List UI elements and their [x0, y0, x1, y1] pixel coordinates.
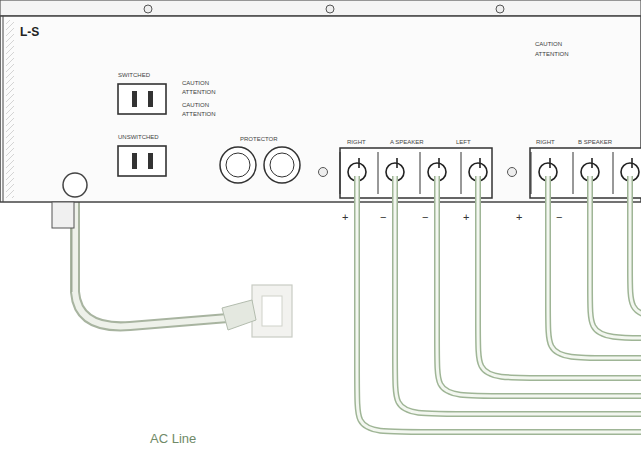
- cord-body: [75, 190, 228, 326]
- din-sockets: [220, 147, 300, 183]
- speaker-wire: [478, 176, 641, 378]
- outlet-slot: [132, 153, 137, 169]
- terminal-divider: [378, 152, 379, 194]
- polarity-mark: +: [342, 212, 348, 223]
- speaker-wire-core: [357, 176, 641, 432]
- binding-post-lever: [631, 158, 633, 168]
- caution-note: ATTENTION: [182, 111, 216, 117]
- rear-panel: [0, 16, 641, 202]
- terminal-label: B SPEAKER: [578, 139, 612, 145]
- binding-post-lever: [438, 158, 440, 168]
- terminal-label: LEFT: [456, 139, 471, 145]
- ac-line-label: AC Line: [150, 432, 196, 445]
- terminal-divider: [613, 152, 614, 194]
- din-socket-inner: [270, 153, 294, 177]
- speaker-wire: [590, 176, 641, 338]
- polarity-mark: −: [380, 212, 386, 223]
- din-socket: [264, 147, 300, 183]
- screw: [496, 5, 504, 13]
- caution-note: CAUTION: [535, 41, 562, 47]
- speaker-wire: [630, 176, 641, 318]
- caution-note: CAUTION: [182, 102, 209, 108]
- speaker-wire-core: [630, 176, 641, 318]
- power-cord: [72, 190, 256, 330]
- speaker-wire-core: [395, 176, 641, 414]
- speaker-wire-core: [478, 176, 641, 378]
- outlet-slot: [148, 91, 153, 107]
- din-socket-inner: [226, 153, 250, 177]
- screw: [508, 168, 517, 177]
- caution-note: ATTENTION: [535, 51, 569, 57]
- speaker-wire: [395, 176, 641, 414]
- screw: [144, 5, 152, 13]
- screw: [326, 5, 334, 13]
- speaker-wire-core: [437, 176, 641, 396]
- terminal-divider: [461, 152, 462, 194]
- speaker-wire: [437, 176, 641, 396]
- connector-label: PROTECTOR: [240, 136, 278, 142]
- binding-post-lever: [479, 158, 481, 168]
- din-socket: [220, 147, 256, 183]
- vent-hatch: [6, 20, 14, 198]
- cord-grommet: [63, 173, 87, 197]
- outlet-plate: [252, 285, 292, 337]
- speaker-wire: [357, 176, 641, 432]
- outlet-slot: [148, 153, 153, 169]
- outlet-socket: [262, 296, 282, 326]
- outlet-slot: [132, 91, 137, 107]
- terminal-divider: [340, 152, 341, 194]
- amplifier-chassis: [0, 0, 641, 228]
- outlet-label: SWITCHED: [118, 72, 150, 78]
- polarity-mark: +: [463, 212, 469, 223]
- ac-outlets: [118, 84, 166, 176]
- binding-post-lever: [591, 158, 593, 168]
- terminal-label: RIGHT: [536, 139, 555, 145]
- chassis-foot: [52, 202, 74, 228]
- cord-outline: [75, 190, 228, 326]
- speaker-terminal-strip-a: [340, 148, 492, 198]
- top-cover: [0, 0, 641, 16]
- terminal-divider: [420, 152, 421, 194]
- speaker-wire-core: [590, 176, 641, 338]
- screw: [319, 168, 328, 177]
- binding-post-lever: [549, 158, 551, 168]
- outlet-label: UNSWITCHED: [118, 134, 159, 140]
- wall-outlet: [252, 285, 292, 337]
- polarity-mark: −: [422, 212, 428, 223]
- switched-outlet: [118, 84, 166, 114]
- panel-edge: [3, 16, 4, 202]
- terminal-label: A SPEAKER: [390, 139, 424, 145]
- polarity-mark: −: [556, 212, 562, 223]
- binding-post-lever: [396, 158, 398, 168]
- ac-plug: [222, 300, 256, 330]
- terminal-label: RIGHT: [347, 139, 366, 145]
- binding-post-lever: [358, 158, 360, 168]
- terminal-divider: [573, 152, 574, 194]
- brand-logo: L-S: [20, 26, 39, 38]
- unswitched-outlet: [118, 146, 166, 176]
- caution-note: ATTENTION: [182, 89, 216, 95]
- terminal-divider: [531, 152, 532, 194]
- caution-note: CAUTION: [182, 80, 209, 86]
- polarity-mark: +: [516, 212, 522, 223]
